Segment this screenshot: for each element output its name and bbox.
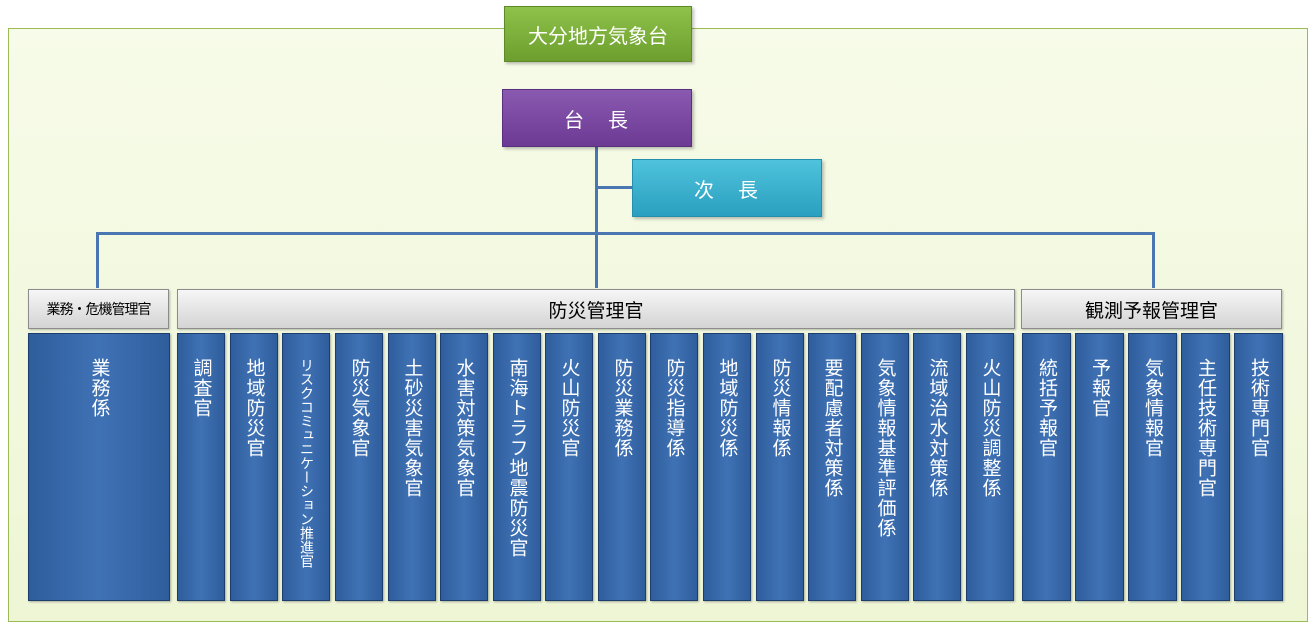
unit-label: 土砂災害気象官 bbox=[401, 358, 424, 498]
unit-label: 地域防災係 bbox=[716, 358, 739, 458]
unit-label: 気象情報基準評価係 bbox=[874, 358, 897, 538]
connector-deputy-branch bbox=[597, 186, 632, 189]
unit-label: 防災指導係 bbox=[663, 358, 686, 458]
unit-column: 南海トラフ地震防災官 bbox=[493, 333, 541, 601]
unit-label: 流域治水対策係 bbox=[926, 358, 949, 498]
unit-column: 火山防災官 bbox=[545, 333, 593, 601]
unit-column: 要配慮者対策係 bbox=[808, 333, 856, 601]
unit-column: 気象情報基準評価係 bbox=[861, 333, 909, 601]
chief-box: 台 長 bbox=[502, 89, 692, 147]
connector-left-drop bbox=[96, 232, 99, 288]
unit-label: 防災業務係 bbox=[611, 358, 634, 458]
connector-chief-vertical bbox=[595, 147, 598, 288]
connector-right-drop bbox=[1152, 232, 1155, 288]
unit-column: 気象情報官 bbox=[1128, 333, 1177, 601]
unit-column: 防災情報係 bbox=[756, 333, 804, 601]
unit-column: 防災指導係 bbox=[650, 333, 698, 601]
unit-column: 流域治水対策係 bbox=[913, 333, 961, 601]
unit-column: 主任技術専門官 bbox=[1181, 333, 1230, 601]
unit-label: 防災気象官 bbox=[348, 358, 371, 458]
unit-column: 統括予報官 bbox=[1022, 333, 1071, 601]
unit-column: 予報官 bbox=[1075, 333, 1124, 601]
unit-label: リスクコミュニケーション推進官 bbox=[298, 358, 314, 568]
unit-label: 主任技術専門官 bbox=[1195, 358, 1217, 498]
division-center-header: 防災管理官 bbox=[177, 289, 1015, 329]
unit-label: 火山防災調整係 bbox=[979, 358, 1002, 498]
unit-label: 技術専門官 bbox=[1248, 358, 1270, 458]
unit-column: 防災気象官 bbox=[335, 333, 383, 601]
unit-label: 業務係 bbox=[88, 358, 111, 418]
unit-column: 業務係 bbox=[28, 333, 170, 601]
deputy-box: 次 長 bbox=[632, 159, 822, 217]
unit-label: 統括予報官 bbox=[1036, 358, 1058, 458]
unit-label: 気象情報官 bbox=[1142, 358, 1164, 458]
division-right-header: 観測予報管理官 bbox=[1021, 289, 1282, 329]
unit-column: 技術専門官 bbox=[1234, 333, 1283, 601]
connector-horizontal bbox=[96, 232, 1155, 235]
unit-column: 防災業務係 bbox=[598, 333, 646, 601]
unit-label: 火山防災官 bbox=[558, 358, 581, 458]
unit-label: 防災情報係 bbox=[769, 358, 792, 458]
unit-column: 地域防災係 bbox=[703, 333, 751, 601]
unit-column: リスクコミュニケーション推進官 bbox=[282, 333, 330, 601]
unit-label: 予報官 bbox=[1089, 358, 1111, 418]
unit-label: 南海トラフ地震防災官 bbox=[506, 358, 529, 558]
unit-label: 水害対策気象官 bbox=[453, 358, 476, 498]
unit-column: 火山防災調整係 bbox=[966, 333, 1014, 601]
unit-label: 調査官 bbox=[190, 358, 213, 418]
unit-label: 要配慮者対策係 bbox=[821, 358, 844, 498]
organization-title: 大分地方気象台 bbox=[504, 6, 692, 62]
unit-column: 地域防災官 bbox=[230, 333, 278, 601]
unit-label: 地域防災官 bbox=[243, 358, 266, 458]
unit-column: 水害対策気象官 bbox=[440, 333, 488, 601]
unit-column: 調査官 bbox=[177, 333, 225, 601]
unit-column: 土砂災害気象官 bbox=[388, 333, 436, 601]
division-left-header: 業務・危機管理官 bbox=[28, 289, 169, 329]
